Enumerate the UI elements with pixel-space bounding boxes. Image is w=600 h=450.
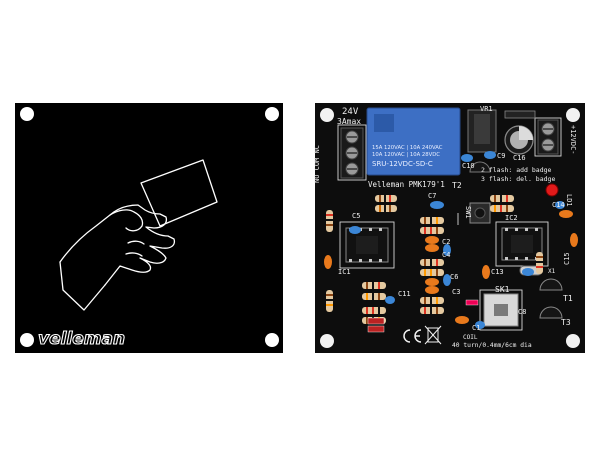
terminal-block-output <box>340 127 364 179</box>
sk1-outline <box>479 289 523 331</box>
sw1-button <box>469 202 491 224</box>
pcb-hole-top-right <box>566 108 580 122</box>
sleeve-outline <box>59 261 106 311</box>
small-diodes <box>367 299 479 333</box>
hand-outline <box>59 204 176 286</box>
mounting-hole-bottom-right <box>265 333 279 347</box>
label-brand-model: Velleman PMK179'1 <box>368 180 445 189</box>
mounting-hole-top-right <box>265 107 279 121</box>
relay-model: SRU-12VDC-SD-C <box>372 160 433 168</box>
label-coil-note: 40 turn/0.4mm/6cm dia <box>452 342 532 349</box>
pcb-hole-top-left <box>320 108 334 122</box>
velleman-logo: velleman <box>38 329 125 349</box>
label-c7: C7 <box>428 192 436 200</box>
pcb-board: 15A 120VAC | 10A 240VAC 10A 120VAC | 10A… <box>313 103 585 353</box>
relay-rating-line-1: 15A 120VAC | 10A 240VAC <box>372 145 443 151</box>
label-c14: C14 <box>552 201 565 209</box>
label-no-com-nc: NO COM NC <box>313 145 321 183</box>
label-x1: X1 <box>548 268 556 275</box>
t3-transistor <box>539 306 563 319</box>
label-c13: C13 <box>491 268 504 276</box>
label-12vdc: +12VDC- <box>569 125 577 155</box>
ic1-outline <box>339 221 395 269</box>
t2-transistor <box>469 161 491 173</box>
sk1-socket <box>483 293 519 327</box>
label-24v: 24V <box>342 107 359 117</box>
diode <box>504 110 536 119</box>
label-c4: C4 <box>442 251 450 259</box>
label-c1: C1 <box>472 324 480 332</box>
label-vr1: VR1 <box>480 105 493 113</box>
weee-bin-icon <box>424 325 442 345</box>
vr1-regulator <box>467 109 497 153</box>
terminal-right-outline <box>534 117 562 157</box>
knuckle-line-1 <box>127 240 145 245</box>
label-ld1: LD1 <box>565 194 573 207</box>
label-sk1: SK1 <box>495 285 510 294</box>
relay: 15A 120VAC | 10A 240VAC 10A 120VAC | 10A… <box>366 107 461 176</box>
label-c16: C16 <box>513 154 526 162</box>
led-red <box>545 183 559 197</box>
mounting-hole-top-left <box>20 107 34 121</box>
label-t3: T3 <box>561 318 571 327</box>
label-c11: C11 <box>398 290 411 298</box>
label-sw1: SW1 <box>464 206 472 219</box>
mounting-hole-bottom-left <box>20 333 34 347</box>
relay-rating-line-2: 10A 120VAC | 10A 28VDC <box>372 152 440 158</box>
pcb-hole-bottom-left <box>320 334 334 348</box>
label-3amax: 3Amax <box>337 117 361 126</box>
t1-transistor <box>539 278 563 291</box>
label-flash-add: 2 flash: add badge <box>481 166 552 174</box>
label-ic1: IC1 <box>338 268 351 276</box>
label-t2: T2 <box>452 181 462 190</box>
terminal-block-power <box>537 119 559 155</box>
c16-capacitor <box>504 125 534 155</box>
label-ic2: IC2 <box>505 214 518 222</box>
label-c9: C9 <box>497 152 505 160</box>
ceramic-capacitors-blue <box>349 151 565 329</box>
ceramic-capacitors-orange <box>324 210 578 324</box>
ce-mark-icon <box>403 329 422 343</box>
knuckle-line-2 <box>125 252 143 257</box>
label-c5: C5 <box>352 212 360 220</box>
label-c2: C2 <box>442 238 450 246</box>
label-coil: COIL <box>463 334 478 341</box>
thumb-outline <box>109 209 144 232</box>
badge-card-outline <box>140 159 218 227</box>
ic2-chip <box>501 227 543 261</box>
label-flash-del: 3 flash: del. badge <box>481 175 555 183</box>
front-panel: velleman <box>15 103 283 353</box>
label-t1: T1 <box>563 294 573 303</box>
label-c10: C10 <box>462 162 475 170</box>
terminal-left-outline <box>337 124 367 181</box>
hand-card-icon <box>59 159 218 311</box>
label-c6: C6 <box>450 273 458 281</box>
label-c3: C3 <box>452 288 460 296</box>
pcb-hole-bottom-right <box>566 334 580 348</box>
label-c8: C8 <box>518 308 526 316</box>
label-c15: C15 <box>563 252 571 265</box>
